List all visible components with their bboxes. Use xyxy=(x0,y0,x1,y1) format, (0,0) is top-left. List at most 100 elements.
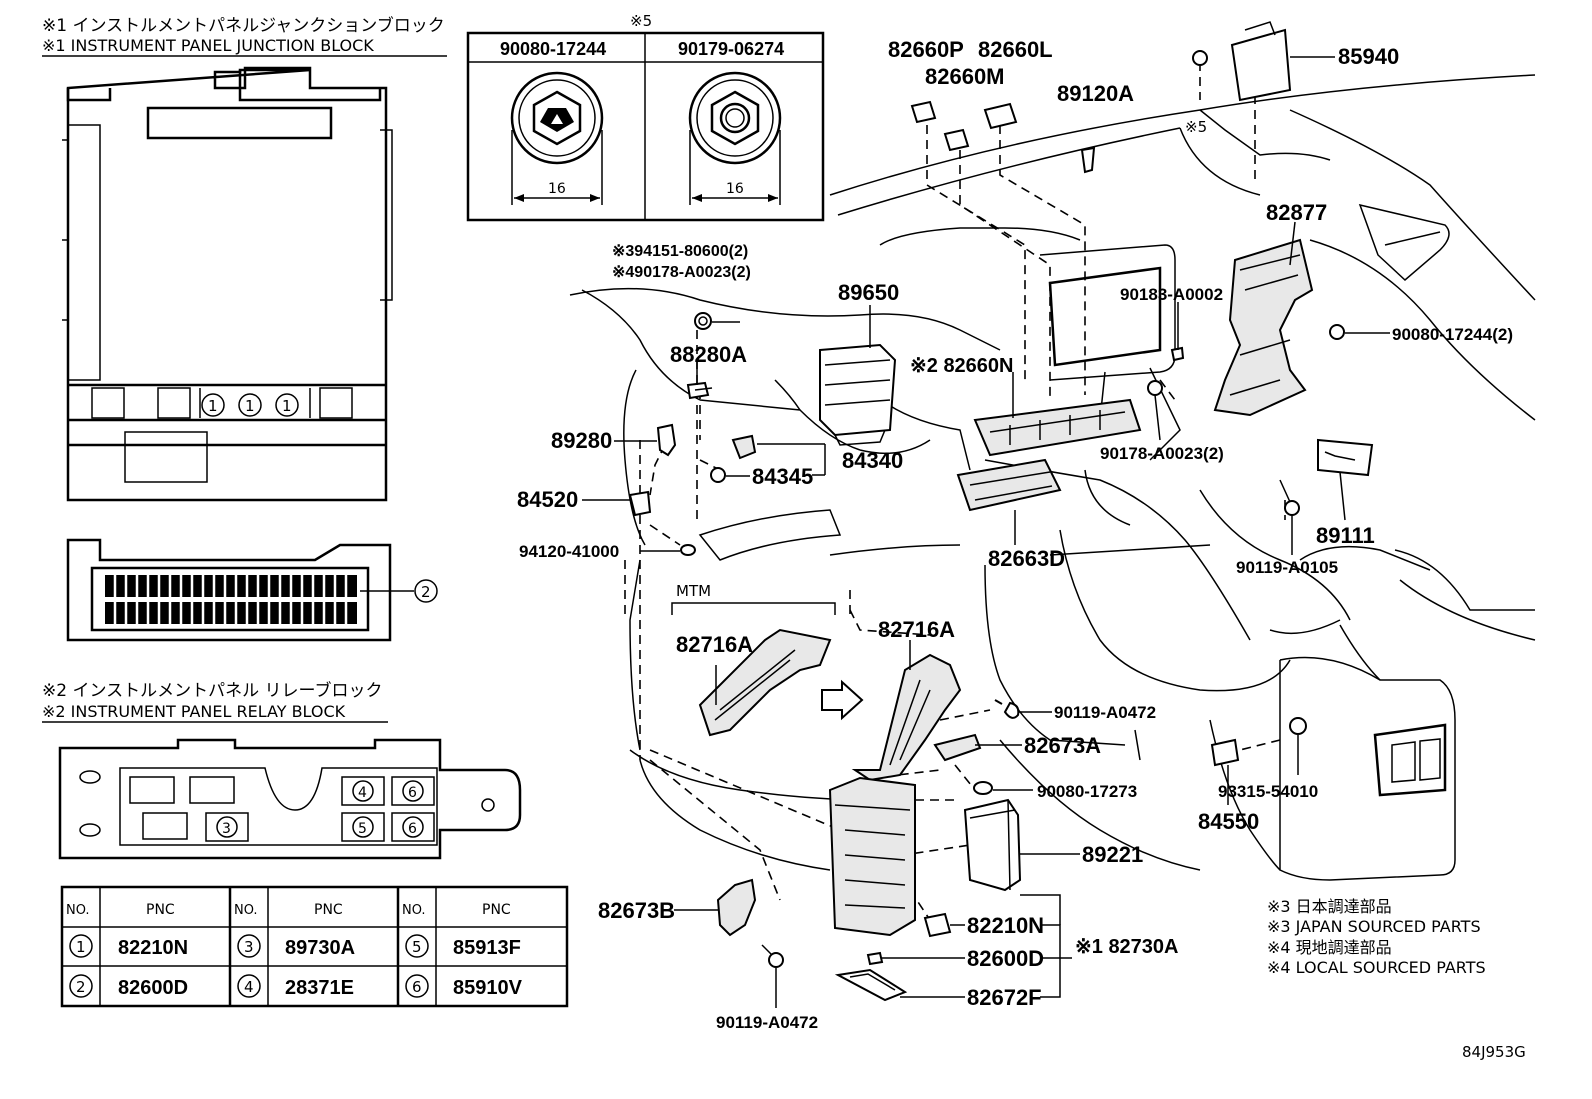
pnc-r1-pnc-2: 89730A xyxy=(285,937,355,959)
marker-5: 5 xyxy=(358,821,367,837)
nut-col2-label: 90179-06274 xyxy=(678,39,784,59)
pnc-r2-no-3: 6 xyxy=(412,978,422,996)
label-89221: 89221 xyxy=(1082,842,1143,867)
pnc-table: NO. PNC NO. PNC NO. PNC 1 82210N 3 89730… xyxy=(60,885,569,1008)
label-mtm: MTM xyxy=(676,582,711,600)
label-93315: 93315-54010 xyxy=(1218,782,1318,801)
pnc-r2-pnc-3: 85910V xyxy=(453,977,523,999)
label-84550: 84550 xyxy=(1198,809,1259,834)
marker-4: 4 xyxy=(358,785,367,801)
part-labels: 82660P 82660L 82660M 89120A 85940 ※5 828… xyxy=(517,37,1513,1032)
label-82600D: 82600D xyxy=(967,946,1044,971)
pnc-r2-pnc-2: 28371E xyxy=(285,977,354,999)
part-84520-shape xyxy=(628,490,652,517)
part-89280-shape xyxy=(656,423,677,457)
part-82672F-shape xyxy=(834,968,908,1002)
pnc-r1-pnc-3: 85913F xyxy=(453,937,521,959)
label-82877: 82877 xyxy=(1266,200,1327,225)
part-88280A-shape xyxy=(686,381,710,400)
pnc-header-pnc-1: PNC xyxy=(146,902,175,918)
label-89111: 89111 xyxy=(1316,523,1375,548)
marker-6b: 6 xyxy=(408,821,417,837)
label-90119a: 90119-A0472 xyxy=(1054,703,1156,722)
dashboard-outline xyxy=(569,74,1536,881)
nut-1-drawing: 16 xyxy=(510,71,604,205)
label-90183: 90183-A0002 xyxy=(1120,285,1223,304)
label-84340: 84340 xyxy=(842,448,903,473)
part-82600D-shape xyxy=(866,951,884,966)
label-82660L: 82660L xyxy=(978,37,1053,62)
label-90080-17273: 90080-17273 xyxy=(1037,782,1137,801)
label-89280: 89280 xyxy=(551,428,612,453)
marker-1c: 1 xyxy=(282,397,292,415)
nut-table-note: ※5 xyxy=(630,12,652,30)
junction-connector-drawing: 2 xyxy=(66,538,438,642)
arrow-indicator xyxy=(821,679,864,721)
nut-2-dimension: 16 xyxy=(726,181,744,197)
part-89650-shape xyxy=(819,343,897,437)
pnc-r1-no-1: 1 xyxy=(76,938,86,956)
nut-1-dimension: 16 xyxy=(548,181,566,197)
pnc-r1-pnc-1: 82210N xyxy=(118,937,188,959)
label-90178b: 90178-A0023(2) xyxy=(1100,444,1224,463)
part-82673B-shape xyxy=(716,878,757,937)
label-82660P: 82660P xyxy=(888,37,964,62)
label-82660M: 82660M xyxy=(925,64,1005,89)
part-82716A-mtm-shape xyxy=(698,628,832,737)
sourcing-legend: ※3 日本調達部品 ※3 JAPAN SOURCED PARTS ※4 現地調達… xyxy=(1267,897,1486,977)
pnc-header-no-1: NO. xyxy=(66,903,90,918)
label-82672F: 82672F xyxy=(967,985,1042,1010)
label-82673A: 82673A xyxy=(1024,733,1101,758)
label-note5: ※5 xyxy=(1185,118,1207,136)
assembly-dashed-lines xyxy=(624,62,1286,921)
marker-3: 3 xyxy=(222,821,231,837)
label-82730A: ※1 82730A xyxy=(1075,936,1179,958)
marker-2: 2 xyxy=(421,583,431,601)
part-89120A-shape xyxy=(1080,146,1096,174)
pnc-r1-no-2: 3 xyxy=(244,938,254,956)
label-82210N: 82210N xyxy=(967,913,1044,938)
label-94151: ※394151-80600(2) xyxy=(612,243,748,260)
label-82663D: 82663D xyxy=(988,546,1065,571)
part-85940-shape xyxy=(1230,28,1292,102)
part-82660N-shape xyxy=(973,398,1142,457)
junction-block-section: ※1 インストルメントパネルジャンクションブロック ※1 INSTRUMENT … xyxy=(42,15,447,642)
part-82730A-shape xyxy=(828,776,916,937)
legend-japan-jp: ※3 日本調達部品 xyxy=(1267,897,1392,916)
pnc-header-pnc-3: PNC xyxy=(482,902,511,918)
marker-1b: 1 xyxy=(245,397,255,415)
junction-block-drawing: 1 1 1 xyxy=(62,66,393,502)
leader-lines xyxy=(582,56,1390,1008)
legend-local-jp: ※4 現地調達部品 xyxy=(1267,938,1392,957)
pnc-r2-no-1: 2 xyxy=(76,978,86,996)
label-94120: 94120-41000 xyxy=(519,542,619,561)
part-82877-shape xyxy=(1213,238,1314,417)
pnc-r2-pnc-1: 82600D xyxy=(118,977,188,999)
label-89120A: 89120A xyxy=(1057,81,1134,106)
label-88280A: 88280A xyxy=(670,342,747,367)
label-82660N: ※2 82660N xyxy=(910,355,1014,377)
part-82673A-shape xyxy=(933,733,982,762)
part-82660M-shape xyxy=(943,128,970,152)
pnc-header-no-3: NO. xyxy=(402,903,426,918)
pnc-r2-no-2: 4 xyxy=(244,978,254,996)
pnc-header-no-2: NO. xyxy=(234,903,258,918)
part-84340-shape xyxy=(731,434,757,460)
label-90178a: ※490178-A0023(2) xyxy=(612,264,751,281)
label-90080-17244-2: 90080-17244(2) xyxy=(1392,325,1513,344)
part-82660P-shape xyxy=(910,100,937,124)
label-82716A-mtm: 82716A xyxy=(676,632,753,657)
label-90119b: 90119-A0105 xyxy=(1236,558,1338,577)
legend-japan-en: ※3 JAPAN SOURCED PARTS xyxy=(1267,917,1481,936)
marker-1a: 1 xyxy=(208,397,218,415)
part-82210N-shape xyxy=(923,912,952,938)
relay-block-section: ※2 インストルメントパネル リレーブロック ※2 INSTRUMENT PAN… xyxy=(42,680,522,860)
label-89650: 89650 xyxy=(838,280,899,305)
relay-block-drawing: 3 4 6 5 6 xyxy=(58,738,522,860)
junction-block-title-en: ※1 INSTRUMENT PANEL JUNCTION BLOCK xyxy=(42,36,374,55)
label-84345: 84345 xyxy=(752,464,813,489)
part-82663D-shape xyxy=(956,458,1062,512)
junction-block-title-jp: ※1 インストルメントパネルジャンクションブロック xyxy=(42,15,445,36)
nut-table: ※5 90080-17244 90179-06274 16 xyxy=(466,12,825,222)
label-84520: 84520 xyxy=(517,487,578,512)
